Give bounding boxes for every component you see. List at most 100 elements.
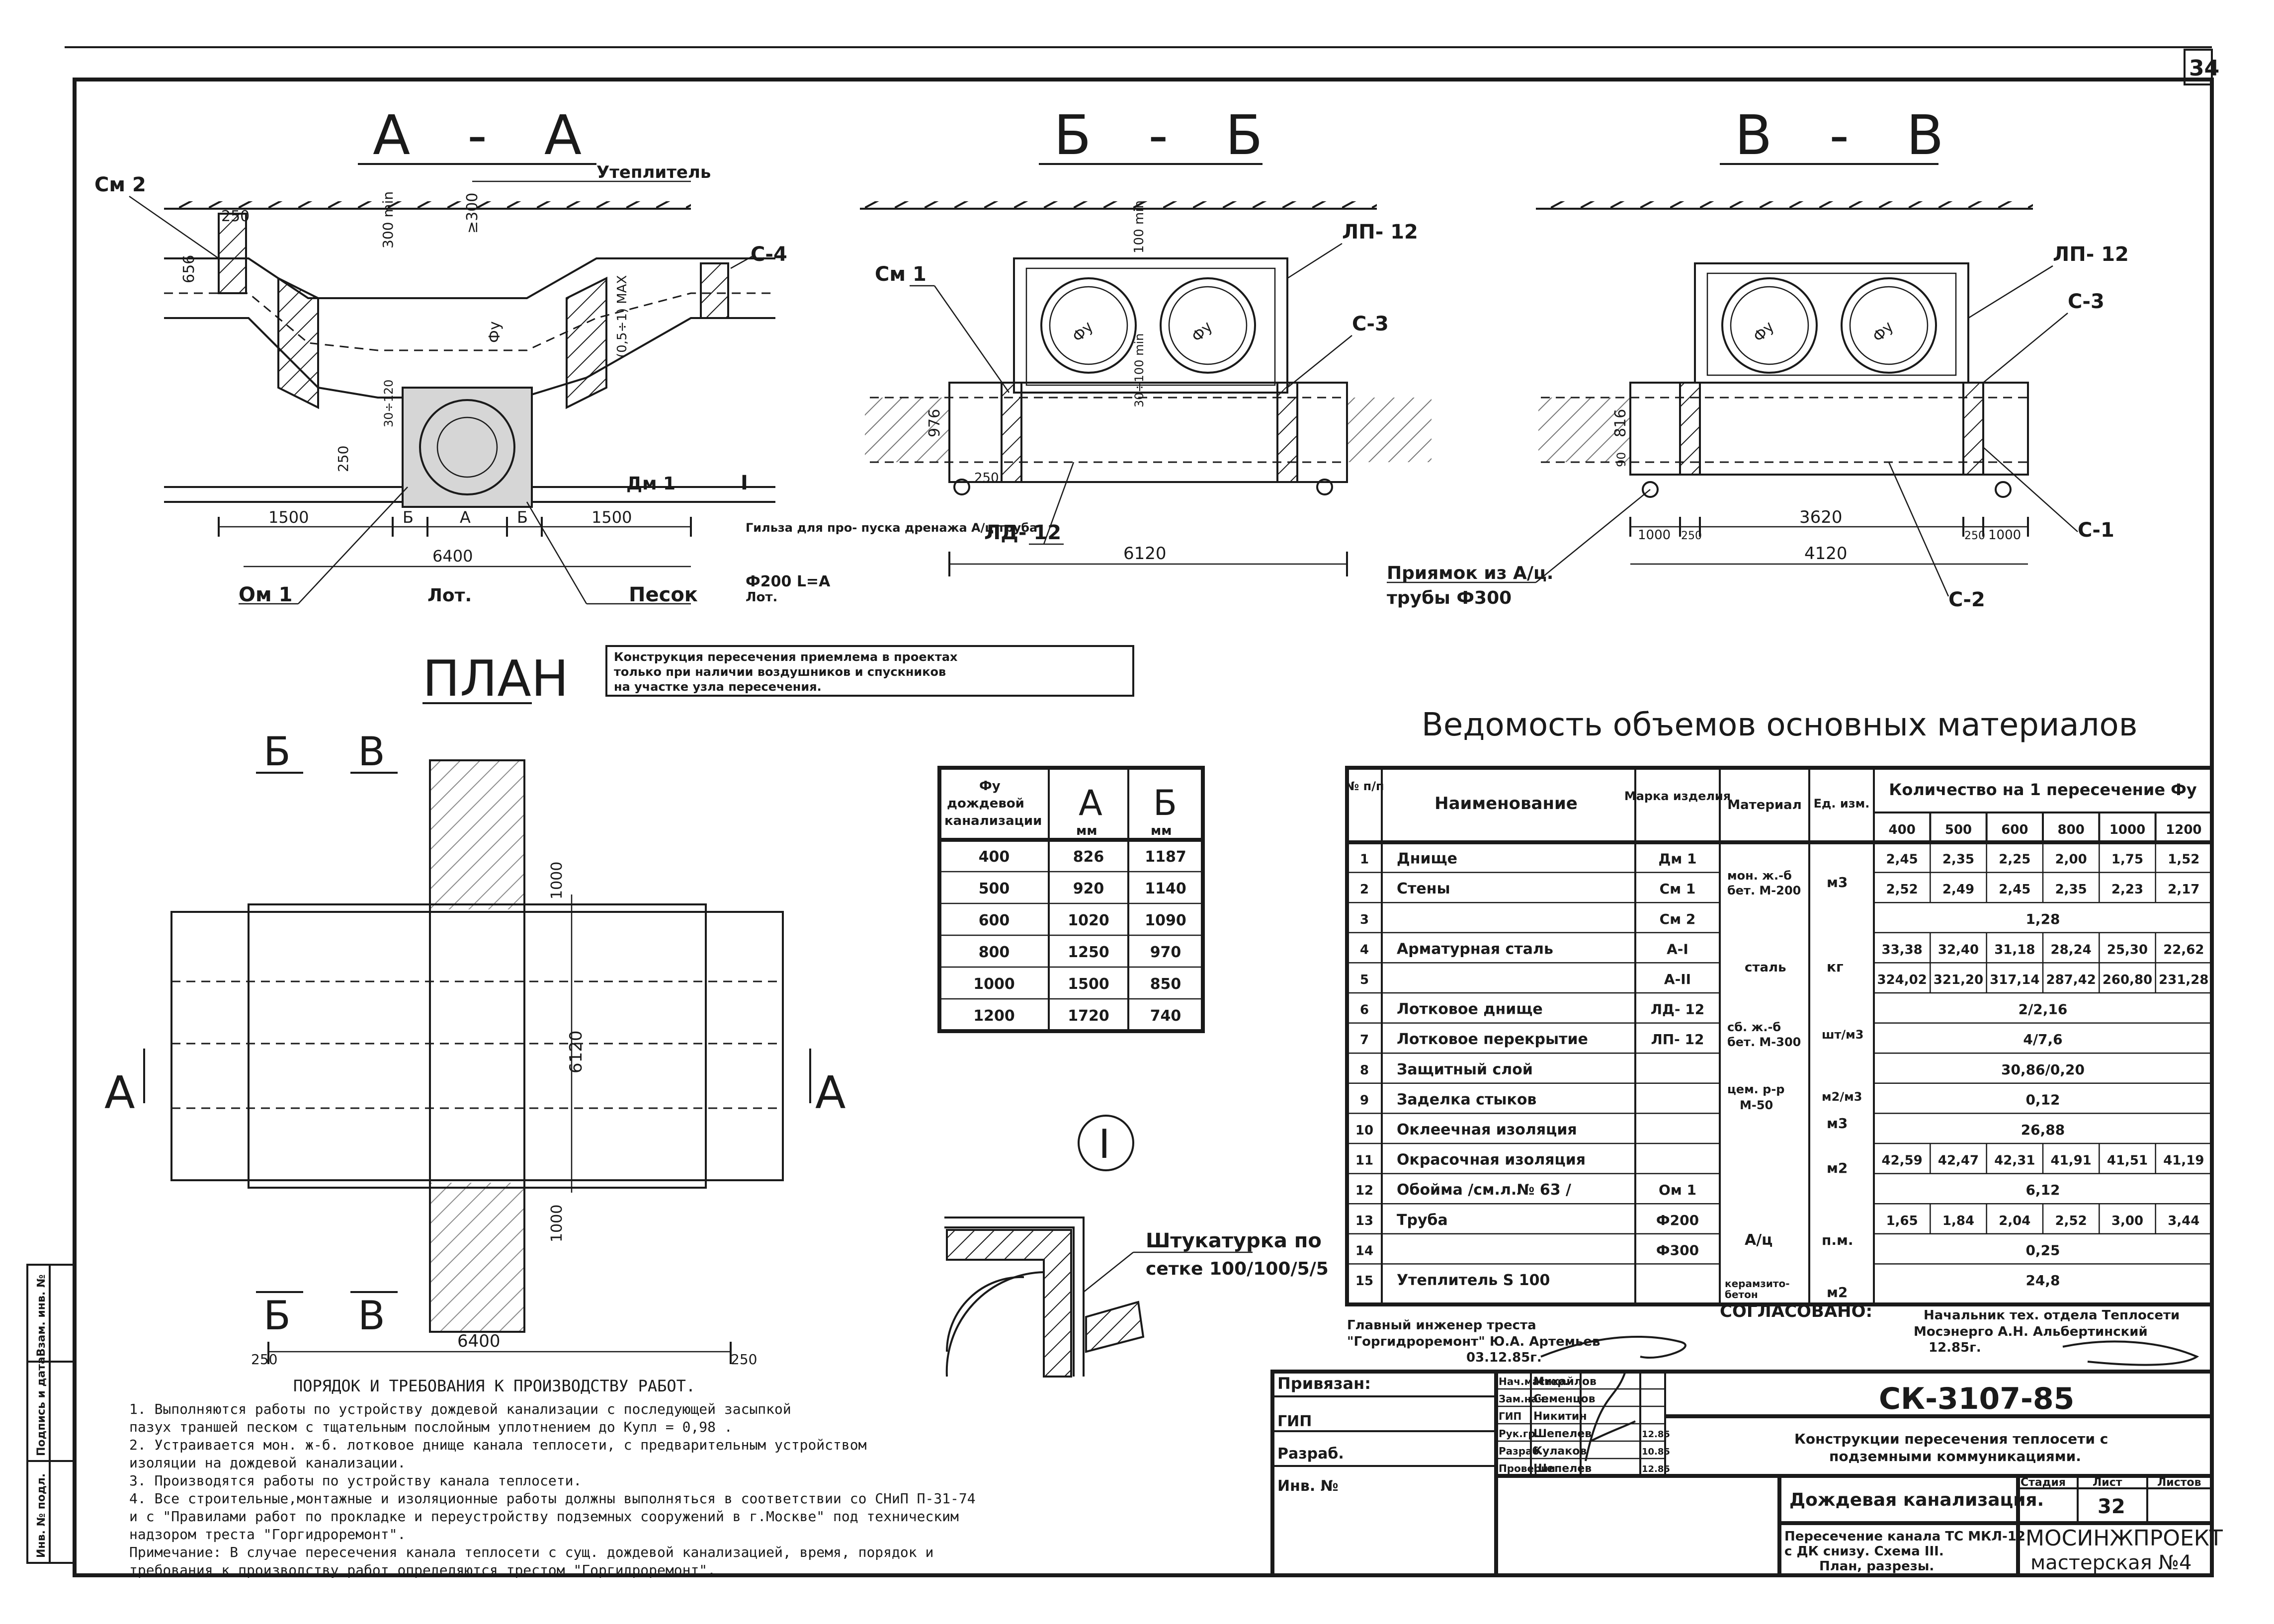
materials-head-unit: Ед. изм. [1814,797,1870,811]
aa-dim-1500a: 1500 [268,508,309,527]
materials-material-6b: бетон [1725,1289,1758,1300]
materials-cell: 0,25 [2025,1242,2060,1258]
aa-dim-phi: Фу [486,321,504,343]
plan-dim-6120: 6120 [566,1030,586,1073]
detail-mark: I [1098,1121,1110,1167]
materials-material-1b: бет. М-200 [1727,884,1801,897]
materials-table: Ведомость объемов основных материалов № … [1345,707,2214,1306]
vv-dim-250b: 250 [1964,530,1985,542]
vv-dim-90: 90 [1614,452,1628,467]
materials-cell: 1,65 [1886,1214,1918,1228]
small-table-cell: 400 [979,848,1010,866]
materials-cell: А-II [1664,971,1691,987]
small-table-cell: 1250 [1068,944,1109,961]
materials-cell: 13 [1355,1214,1373,1228]
small-table-cell: 850 [1150,975,1181,993]
vv-dim-1000a: 1000 [1638,528,1671,543]
vv-dim-816: 816 [1612,409,1629,437]
materials-material-3a: сб. ж.-б [1727,1020,1781,1034]
materials-cell: 41,51 [2107,1153,2148,1168]
materials-cell: 1,75 [2111,852,2143,867]
stamp-name: Кулаков [1533,1445,1587,1458]
stamp-org-2: мастерская №4 [2030,1551,2191,1574]
small-table-cell: 1140 [1145,880,1186,897]
sheet-corner-number: 34 [2189,56,2219,81]
materials-cell: Защитный слой [1397,1061,1533,1078]
materials-cell: 2,00 [2055,852,2087,867]
small-table-cell: 500 [979,880,1010,897]
small-table-cell: 1500 [1068,975,1109,993]
materials-unit-3: шт/м3 [1822,1028,1863,1042]
materials-cell: Окрасочная изоляция [1397,1151,1586,1169]
materials-cell: См 2 [1660,911,1696,927]
requirements-line: пазух траншей песком с тщательным послой… [129,1419,733,1435]
vv-dim-1000b: 1000 [1988,528,2021,543]
materials-cell: См 1 [1660,881,1696,897]
small-table-cell: 800 [979,944,1010,961]
plan-mark-a-left: А [104,1067,135,1119]
sheet-corner-box [2184,49,2213,85]
materials-cell: 317,14 [1990,973,2039,987]
detail-note-1: Штукатурка по [1146,1229,1322,1252]
materials-cell: 14 [1355,1243,1373,1258]
aa-label-dm1: Дм 1 [626,474,675,494]
agreement-right-3: 12.85г. [1929,1340,1981,1355]
materials-cell: Лотковое перекрытие [1397,1031,1588,1048]
materials-cell: Труба [1397,1212,1448,1229]
materials-head-name: Наименование [1434,794,1578,813]
stamp-role: Рук.гр. [1499,1428,1539,1440]
materials-material-1a: мон. ж.-б [1727,869,1792,883]
materials-cell: 31,18 [1994,942,2035,957]
materials-cell: 6,12 [2025,1182,2060,1198]
materials-cell: Стены [1397,880,1450,897]
materials-material-4b: М-50 [1740,1098,1773,1112]
stamp-role: ГИП [1499,1410,1521,1422]
materials-unit-7: п.м. [1822,1232,1853,1248]
vv-priyamok: Приямок из А/ц. [1387,563,1553,583]
stamp-desc-2: с ДК снизу. Схема III. [1784,1544,1944,1559]
plan-dim-1000a: 1000 [548,862,566,899]
plan-dim-1000b: 1000 [548,1205,566,1242]
plan-view: ПЛАН Конструкция пересечения приемлема в… [104,645,1134,1368]
aa-label-om1: Ом 1 [239,583,292,606]
bb-label-s3: С-3 [1352,313,1389,335]
materials-material-5: А/ц [1745,1231,1772,1249]
aa-dim-250b: 250 [335,446,351,472]
materials-cell: 2/2,16 [2019,1001,2068,1018]
section-a-a: А - А Утеплитель См 2 С-4 250 656 300 mi… [94,103,1037,606]
small-table-cell: 970 [1150,944,1181,961]
materials-cell: ЛД- 12 [1651,1001,1705,1018]
stamp-sheet-number: 32 [2098,1495,2125,1518]
materials-unit-2: кг [1827,959,1844,975]
materials-cell: 3,00 [2111,1214,2143,1228]
materials-cell: 1,28 [2025,911,2060,927]
side-strip-c: Взам. инв. № [35,1275,48,1357]
detail-i: I Штукатурка по сетке 100/100/5/5 [944,1115,1329,1378]
plan-dim-250a: 250 [251,1351,277,1368]
materials-cell: 231,28 [2159,973,2208,987]
materials-cell: 2,35 [2055,882,2087,897]
aa-dim-a: А [460,508,471,527]
materials-cell: 11 [1355,1153,1373,1168]
requirements-line: изоляции на дождевой канализации. [129,1455,406,1471]
agreement-block: СОГЛАСОВАНО: Главный инженер треста "Гор… [1347,1301,2199,1366]
vv-label-s1: С-1 [2078,519,2114,542]
small-table-head-2-unit: мм [1151,823,1172,838]
stamp-role: Нач.мастер. [1499,1376,1568,1387]
materials-cell: Ом 1 [1659,1182,1696,1198]
aa-gilza-note-3: Лот. [746,590,777,605]
vv-label-s2: С-2 [1948,588,1985,611]
stamp-name: Семенцов [1533,1393,1596,1405]
small-table-cell: 740 [1150,1007,1181,1025]
materials-cell: 4/7,6 [2023,1031,2062,1048]
materials-cell: 33,38 [1882,942,1923,957]
materials-cell: 30,86/0,20 [2001,1061,2085,1078]
materials-cell: 2,49 [1942,882,1974,897]
materials-cell: 25,30 [2107,942,2148,957]
plan-title: ПЛАН [422,650,569,708]
materials-material-3b: бет. М-300 [1727,1035,1801,1049]
small-table-head-1-unit: мм [1076,823,1097,838]
materials-cell: 42,31 [1994,1153,2035,1168]
